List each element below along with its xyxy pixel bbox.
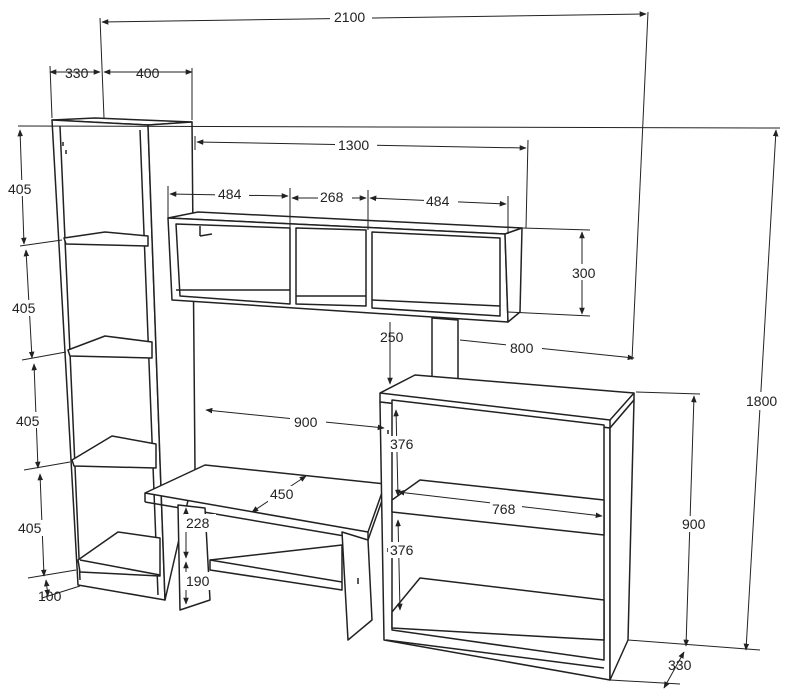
label-box-middle: 268 <box>320 189 344 205</box>
label-tower-gap-1: 405 <box>8 181 32 197</box>
label-tower-depth: 330 <box>65 65 89 81</box>
dim-line-total-height <box>743 129 779 651</box>
label-tower-plinth: 100 <box>38 588 62 604</box>
label-cabinet-gap-bottom: 376 <box>390 542 414 558</box>
wall-shelf <box>167 211 523 323</box>
dim-line-post-offset <box>459 339 635 361</box>
dim-line-cabinet-gap-bottom <box>395 519 403 611</box>
label-cabinet-height: 900 <box>682 516 706 532</box>
label-cabinet-gap-top: 376 <box>390 436 414 452</box>
dim-line-cabinet-gap-top <box>393 409 401 497</box>
dim-line-cabinet-depth <box>663 651 685 689</box>
label-tower-gap-2: 405 <box>12 300 36 316</box>
label-box-right: 484 <box>426 193 450 209</box>
label-desk-clearance-bottom: 190 <box>186 573 210 589</box>
label-tower-width: 400 <box>136 65 160 81</box>
label-tower-gap-4: 405 <box>18 520 42 536</box>
dim-line-total-width <box>101 11 647 25</box>
dimension-labels: 2100 330 400 1300 484 268 484 300 1800 4… <box>6 8 782 673</box>
label-box-left: 484 <box>218 186 242 202</box>
dim-line-tower-plinth <box>44 579 50 597</box>
label-post-offset: 800 <box>510 340 534 356</box>
bookcase-tower <box>51 117 196 601</box>
label-desk-depth: 450 <box>270 486 294 502</box>
label-tower-gap-3: 405 <box>16 413 40 429</box>
label-shelf-height: 300 <box>572 265 596 281</box>
label-shelf-span: 1300 <box>338 137 369 153</box>
label-total-width: 2100 <box>334 9 365 25</box>
label-post-height: 250 <box>380 329 404 345</box>
label-desk-width: 900 <box>294 414 318 430</box>
low-cabinet <box>379 374 635 681</box>
label-cabinet-inner-width: 768 <box>492 501 516 517</box>
label-desk-clearance-top: 228 <box>186 515 210 531</box>
desk <box>144 464 386 641</box>
label-cabinet-depth: 330 <box>668 657 692 673</box>
label-total-height: 1800 <box>746 393 777 409</box>
